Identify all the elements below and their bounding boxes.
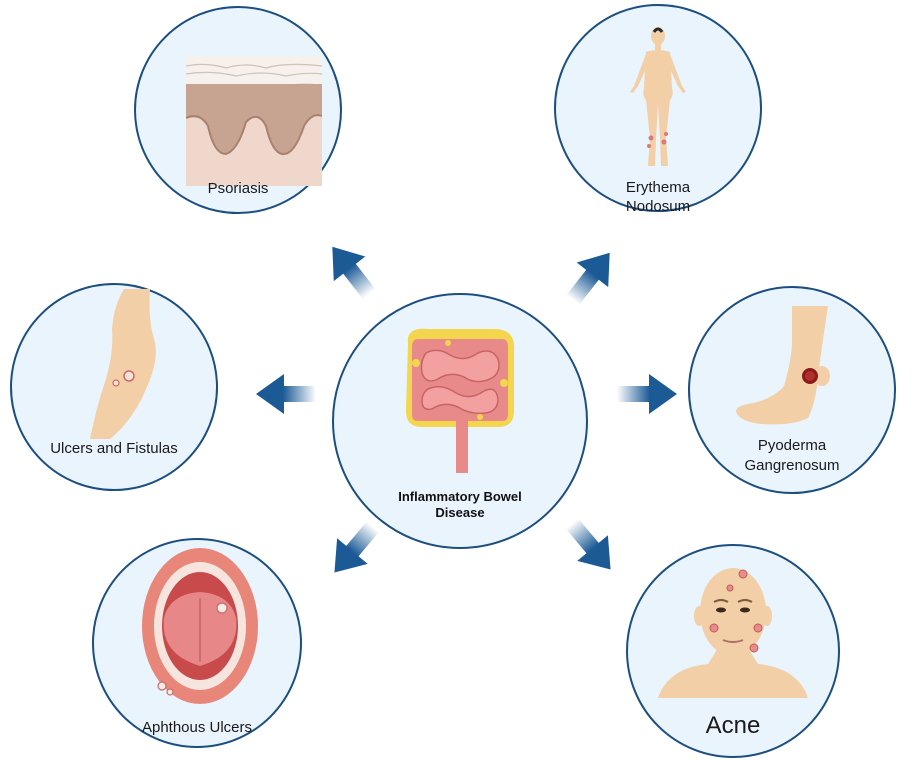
open-mouth-icon xyxy=(140,546,260,706)
arrow-to-pyoderma xyxy=(617,374,677,414)
ibd-label-line1: Inflammatory Bowel xyxy=(332,489,588,505)
pyoderma-label-line1: Pyoderma xyxy=(688,436,896,455)
acne-label: Acne xyxy=(626,712,840,740)
leg-ulcer-icon xyxy=(88,289,166,439)
node-pyoderma-gangrenosum: Pyoderma Gangrenosum xyxy=(688,286,896,494)
erythema-label-line1: Erythema xyxy=(554,178,762,197)
pyoderma-label-line2: Gangrenosum xyxy=(688,456,896,475)
node-ulcers-fistulas: Ulcers and Fistulas xyxy=(10,283,218,491)
intestine-icon xyxy=(398,323,522,473)
node-acne: Acne xyxy=(626,544,840,758)
psoriasis-label: Psoriasis xyxy=(134,179,342,198)
node-erythema-nodosum: Erythema Nodosum xyxy=(554,4,762,212)
ibd-label-line2: Disease xyxy=(332,505,588,521)
aphthous-label: Aphthous Ulcers xyxy=(92,718,302,737)
face-icon xyxy=(658,548,808,698)
node-psoriasis: Psoriasis xyxy=(134,6,342,214)
human-body-icon xyxy=(628,26,688,174)
foot-lesion-icon xyxy=(732,306,852,426)
node-inflammatory-bowel-disease: Inflammatory Bowel Disease xyxy=(332,293,588,549)
skin-layer-icon xyxy=(186,56,322,186)
arrow-to-ulcers-fistulas xyxy=(256,374,316,414)
ulcers-fistulas-label: Ulcers and Fistulas xyxy=(10,439,218,458)
erythema-label-line2: Nodosum xyxy=(554,197,762,216)
node-aphthous-ulcers: Aphthous Ulcers xyxy=(92,538,302,748)
